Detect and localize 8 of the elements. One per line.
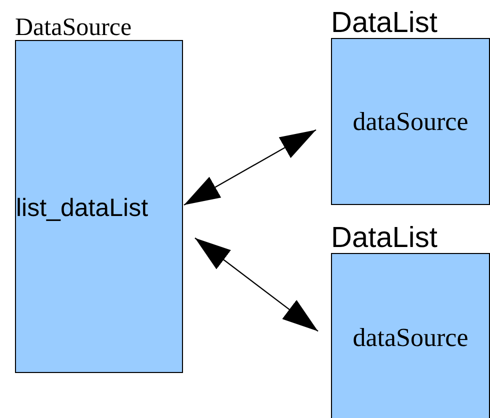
field-name: dataSource — [352, 106, 468, 136]
class-title: DataSource — [15, 13, 132, 40]
field-name: dataSource — [352, 323, 468, 353]
field-name: list_dataList — [16, 194, 148, 223]
class-title: DataList — [331, 221, 438, 253]
double-arrow — [184, 129, 316, 206]
class-title: DataList — [331, 6, 438, 38]
double-arrow — [194, 238, 318, 332]
